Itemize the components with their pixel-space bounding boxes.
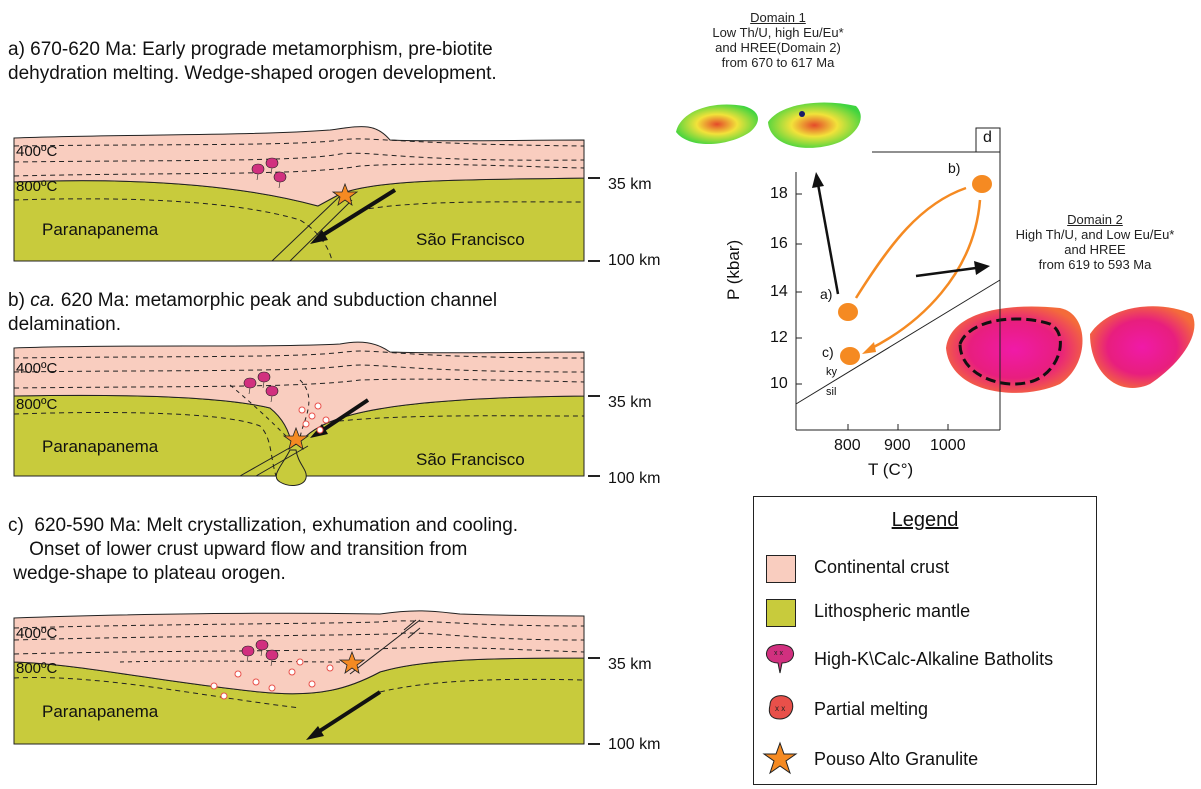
pt-sil-label: sil [826, 386, 837, 398]
pt-y-axis-label: P (kbar) [724, 239, 743, 300]
section-c-800-label: 800ºC [16, 660, 58, 677]
caption-b-line1: b) ca. 620 Ma: metamorphic peak and subd… [8, 289, 497, 312]
pt-y-tick-10: 10 [770, 375, 788, 392]
pt-y-tick-12: 12 [770, 329, 788, 346]
section-c-granulite-star-icon [338, 650, 366, 674]
section-a [13, 126, 600, 262]
section-a-west-label: Paranapanema [42, 220, 159, 239]
svg-text:x x: x x [774, 650, 783, 657]
pt-point-a [838, 303, 858, 321]
domain1-note: Domain 1 Low Th/U, high Eu/Eu* and HREE(… [678, 10, 878, 70]
pt-y-tick-16: 16 [770, 235, 788, 252]
pt-x-tick-1000: 1000 [930, 437, 966, 454]
pt-point-c [840, 347, 860, 365]
section-a-depth-35: 35 km [608, 176, 652, 193]
legend-item-granulite: Pouso Alto Granulite [814, 749, 979, 769]
section-b-crust [13, 341, 585, 447]
legend-item-partial-melt: Partial melting [814, 699, 929, 719]
caption-a-line2: dehydration melting. Wedge-shaped orogen… [8, 63, 497, 84]
section-c [13, 610, 600, 745]
pt-panel-label: d [983, 129, 992, 146]
legend-swatch-crust [766, 555, 796, 583]
section-a-batholith-icon [251, 157, 287, 189]
section-b-granulite-star-icon [282, 426, 310, 450]
section-a-granulite-star-icon [331, 182, 359, 206]
domain1-title: Domain 1 [750, 10, 806, 25]
pt-ky-label: ky [826, 366, 837, 378]
caption-b-line2: delamination. [8, 314, 122, 335]
section-b-east-label: São Francisco [416, 450, 525, 469]
domain2-zircon-images [946, 306, 1195, 393]
section-b-400-label: 400ºC [16, 360, 58, 377]
section-a-800-label: 800ºC [16, 178, 58, 195]
legend-item-crust: Continental crust [814, 557, 950, 577]
legend-granulite-star-icon [762, 741, 798, 775]
legend-partial-melt-icon: x x [768, 695, 794, 720]
domain2-line1: High Th/U, and Low Eu/Eu* [1015, 227, 1175, 242]
legend-title: Legend [891, 509, 959, 531]
pt-retrograde-path [867, 199, 982, 352]
legend-item-mantle: Lithospheric mantle [814, 601, 971, 621]
legend-swatch-mantle [766, 599, 796, 627]
domain2-line2: and HREE [1064, 242, 1126, 257]
caption-b-rest: 620 Ma: metamorphic peak and subduction … [55, 290, 498, 311]
pt-diagram [795, 127, 1001, 431]
pt-point-c-label: c) [822, 344, 834, 360]
caption-c-line3: wedge-shape to plateau orogen. [8, 563, 286, 584]
section-c-crust [13, 610, 585, 695]
domain1-line2: and HREE(Domain 2) [715, 40, 841, 55]
section-c-west-label: Paranapanema [42, 702, 159, 721]
section-b-depth-100: 100 km [608, 470, 661, 487]
section-b [13, 341, 600, 486]
legend-item-batholith: High-K\Calc-Alkaline Batholits [814, 649, 1054, 669]
domain1-line1: Low Th/U, high Eu/Eu* [712, 25, 844, 40]
pt-y-tick-18: 18 [770, 185, 788, 202]
caption-c-line2: Onset of lower crust upward flow and tra… [8, 539, 468, 560]
pt-prograde-path [854, 186, 967, 299]
domain1-line3: from 670 to 617 Ma [721, 55, 835, 70]
section-c-batholith-icon [241, 639, 279, 667]
section-b-west-label: Paranapanema [42, 437, 159, 456]
section-c-depth-35: 35 km [608, 656, 652, 673]
legend: Legend Continental crust Lithospheric ma… [753, 496, 1097, 785]
legend-batholith-icon: x x [765, 644, 795, 674]
pt-x-axis-label: T (C°) [868, 460, 914, 479]
svg-text:x x: x x [775, 704, 785, 713]
section-a-depth-100: 100 km [608, 252, 661, 269]
domain2-line3: from 619 to 593 Ma [1038, 257, 1152, 272]
section-b-800-label: 800ºC [16, 396, 58, 413]
section-c-depth-100: 100 km [608, 736, 661, 753]
caption-a-line1: a) 670-620 Ma: Early prograde metamorphi… [8, 39, 493, 60]
domain2-title: Domain 2 [1067, 212, 1123, 227]
pt-x-tick-900: 900 [884, 437, 911, 454]
section-b-partial-melt-icon [298, 402, 330, 434]
domain1-zircon-images [676, 102, 861, 148]
pt-point-b [972, 175, 992, 193]
section-a-400-label: 400ºC [16, 143, 58, 160]
section-c-partial-melt-icon [210, 658, 334, 700]
caption-b-circa: ca. [30, 290, 56, 311]
section-b-delaminated-drip [275, 449, 307, 486]
section-a-east-label: São Francisco [416, 230, 525, 249]
pt-y-tick-14: 14 [770, 283, 788, 300]
pt-point-b-label: b) [948, 160, 961, 176]
section-b-batholith-icon [243, 371, 279, 403]
section-a-crust [13, 126, 585, 207]
pt-point-a-label: a) [820, 286, 833, 302]
caption-c-line1: c) 620-590 Ma: Melt crystallization, exh… [8, 515, 519, 536]
pt-x-tick-800: 800 [834, 437, 861, 454]
section-c-400-label: 400ºC [16, 625, 58, 642]
section-b-depth-35: 35 km [608, 394, 652, 411]
caption-b-prefix: b) [8, 290, 31, 311]
domain2-note: Domain 2 High Th/U, and Low Eu/Eu* and H… [990, 212, 1200, 272]
